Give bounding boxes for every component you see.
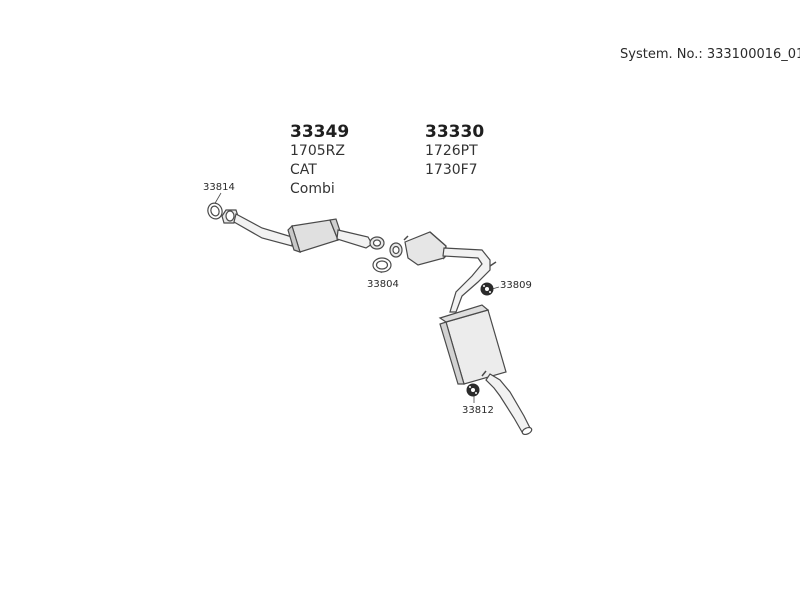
muffler-inlet-flange xyxy=(389,242,403,258)
rear-muffler xyxy=(438,304,507,385)
system-number: System. No.: 333100016_01 xyxy=(620,47,800,62)
front-silencer xyxy=(404,231,447,266)
catalytic-converter xyxy=(287,218,343,253)
part-label-gasket-mid: 33804 xyxy=(367,279,399,290)
cat-outlet-flange xyxy=(369,236,385,250)
part-number: 33349 xyxy=(290,122,350,142)
hanger-pin xyxy=(481,370,487,377)
part-label-gasket-front: 33814 xyxy=(203,182,235,193)
rubber-mount-lower xyxy=(466,383,480,397)
rear-pipe xyxy=(442,247,491,313)
part-line: 1726PT xyxy=(425,143,478,159)
tail-pipe-outlet xyxy=(521,426,533,436)
part-line: 1705RZ xyxy=(290,143,345,159)
part-line: Combi xyxy=(290,181,335,197)
part-group-muffler: 33330 1726PT 1730F7 xyxy=(425,123,484,180)
tail-pipe xyxy=(485,373,531,433)
part-number: 33330 xyxy=(425,122,485,142)
flange-bolt xyxy=(403,235,409,241)
front-pipe xyxy=(233,213,293,247)
part-group-catalytic-converter: 33349 1705RZ CAT Combi xyxy=(290,123,349,199)
part-line: 1730F7 xyxy=(425,162,478,178)
gasket-ring-front xyxy=(207,202,223,220)
intermediate-pipe xyxy=(336,229,373,249)
rubber-mount-upper xyxy=(480,282,494,296)
part-label-rubber-mount-lower: 33812 xyxy=(462,405,494,416)
part-line: CAT xyxy=(290,162,317,178)
hanger-pin xyxy=(489,261,497,267)
part-label-rubber-mount-upper: 33809 xyxy=(500,280,532,291)
gasket-ring-mid xyxy=(372,257,392,273)
